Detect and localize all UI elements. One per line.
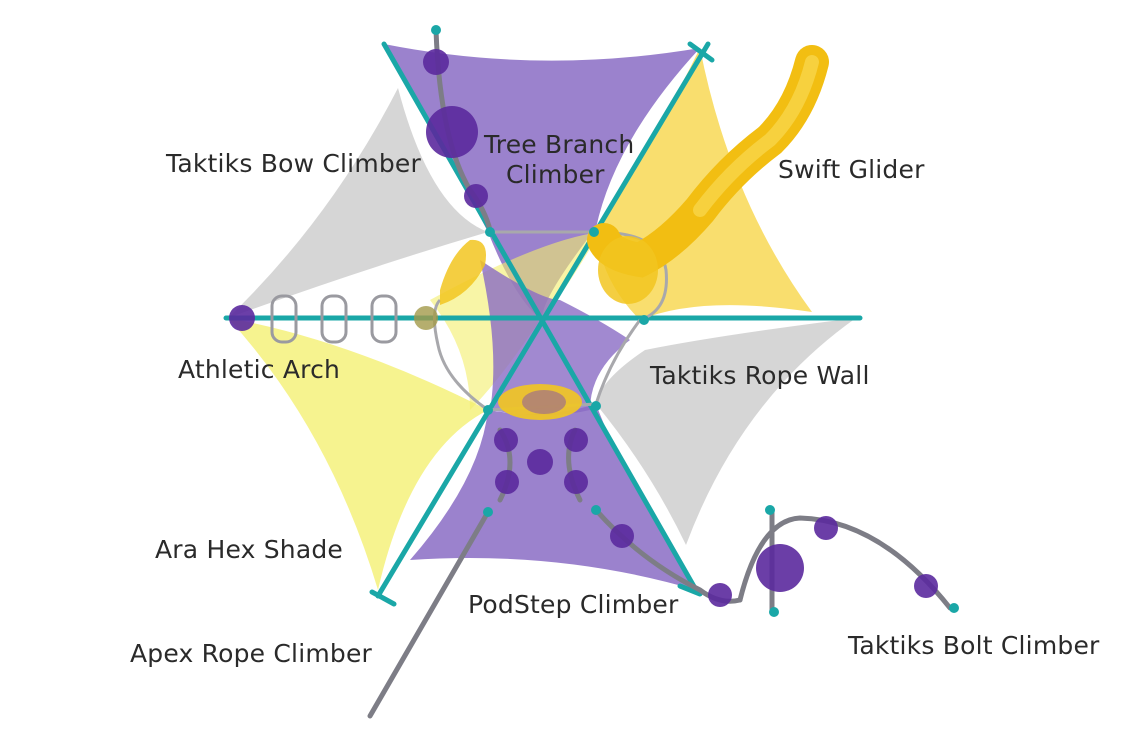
label-apex-rope: Apex Rope Climber bbox=[130, 639, 373, 668]
joint-tl bbox=[485, 227, 495, 237]
joint-bolt-end bbox=[949, 603, 959, 613]
left-slide-pad bbox=[440, 239, 486, 305]
pod-step-3 bbox=[564, 428, 588, 452]
swift-glider-slide bbox=[440, 45, 829, 420]
joint-bolt-top bbox=[765, 505, 775, 515]
pod-step-1 bbox=[494, 428, 518, 452]
label-tree-branch-line2: Climber bbox=[506, 160, 605, 189]
joint-pod-step bbox=[591, 505, 601, 515]
bolt-arc bbox=[737, 515, 953, 611]
arch-ring-2 bbox=[320, 294, 348, 344]
label-swift-glider: Swift Glider bbox=[778, 155, 925, 184]
label-ara-hex-shade: Ara Hex Shade bbox=[155, 535, 343, 564]
label-athletic-arch: Athletic Arch bbox=[178, 355, 340, 384]
yellow-sail-lower-left bbox=[228, 318, 488, 590]
arch-ring-1 bbox=[270, 294, 298, 344]
joint-apex bbox=[483, 507, 493, 517]
apex-rope bbox=[367, 509, 491, 719]
slide-entry-pad bbox=[598, 236, 658, 304]
pod-arch-end bbox=[229, 305, 255, 331]
pole-bottom-left-cap bbox=[369, 589, 397, 607]
purple-sail-center bbox=[480, 260, 630, 415]
pod-bolt-2 bbox=[814, 516, 838, 540]
pole-top-right-cap bbox=[687, 41, 715, 63]
pole-bottom-right-cap bbox=[677, 583, 703, 597]
pod-step-6 bbox=[610, 524, 634, 548]
arch-ring-3 bbox=[370, 294, 398, 344]
labels: Tree Branch Climber Taktiks Bow Climber … bbox=[130, 130, 1100, 668]
joint-mid bbox=[639, 315, 649, 325]
pod-bolt-main bbox=[756, 544, 804, 592]
grey-sail-lower-right bbox=[596, 318, 856, 545]
pod-step-7 bbox=[708, 583, 732, 607]
label-taktiks-bolt: Taktiks Bolt Climber bbox=[847, 631, 1100, 660]
center-pad-inner bbox=[522, 390, 566, 414]
joint-top bbox=[431, 25, 441, 35]
pod-step-5 bbox=[564, 470, 588, 494]
pod-top-2 bbox=[426, 106, 478, 158]
pod-step-2 bbox=[527, 449, 553, 475]
pod-top-3 bbox=[464, 184, 488, 208]
slide-highlight bbox=[693, 55, 819, 217]
joint-arch bbox=[414, 306, 438, 330]
label-tree-branch-line1: Tree Branch bbox=[483, 130, 634, 159]
pod-step-4 bbox=[495, 470, 519, 494]
joint-bolt-bottom bbox=[769, 607, 779, 617]
label-taktiks-bow: Taktiks Bow Climber bbox=[165, 149, 422, 178]
tree-branch-trunk bbox=[433, 27, 493, 233]
joint-bl bbox=[483, 405, 493, 415]
joint-br bbox=[591, 401, 601, 411]
pod-bolt-3 bbox=[914, 574, 938, 598]
grey-sail-upper-left bbox=[228, 88, 488, 318]
purple-pods bbox=[229, 49, 938, 607]
label-podstep: PodStep Climber bbox=[468, 590, 679, 619]
athletic-arch-rings bbox=[270, 294, 398, 344]
label-taktiks-rope-wall: Taktiks Rope Wall bbox=[649, 361, 870, 390]
pod-top-1 bbox=[423, 49, 449, 75]
joints bbox=[414, 25, 959, 617]
joint-tr bbox=[589, 227, 599, 237]
